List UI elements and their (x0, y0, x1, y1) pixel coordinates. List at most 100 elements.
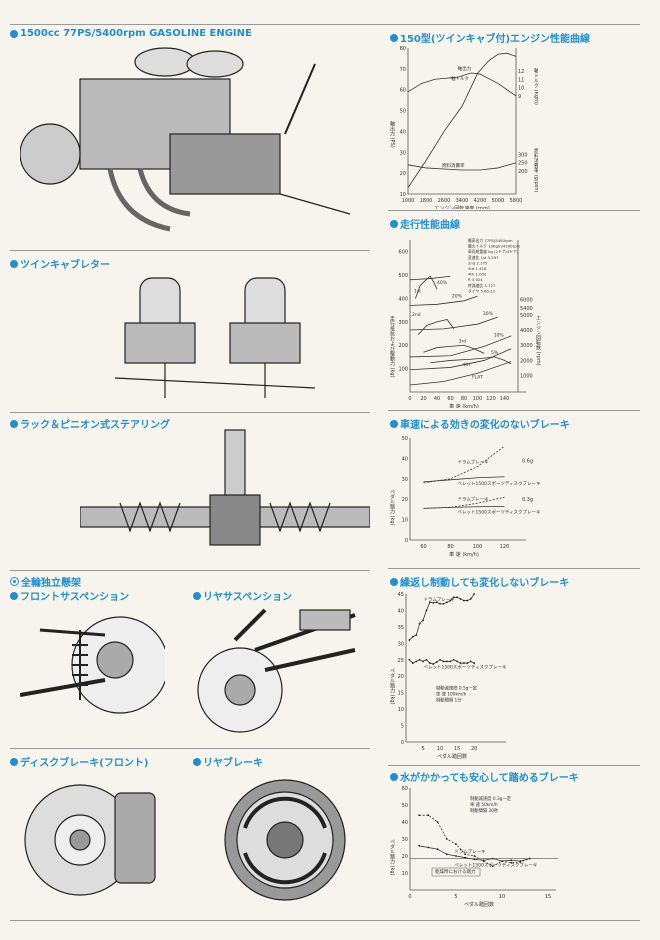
series-label: FLAT (472, 374, 483, 380)
y-tick-label: 35 (398, 625, 404, 631)
data-point (427, 814, 430, 817)
data-point (411, 662, 414, 664)
series-label: 4th (463, 362, 471, 368)
spec-line: R 3.924 (468, 277, 483, 282)
test-condition: 制動減速度 0.3g一定 (470, 795, 512, 802)
data-point (459, 598, 462, 600)
series-label: ドラムブレーキ (423, 596, 455, 603)
rear-brake-heading: リヤブレーキ (193, 754, 263, 769)
data-point (428, 662, 431, 664)
bullet-icon (10, 591, 18, 600)
y-tick-label: 20 (402, 854, 408, 860)
brake-water-heading: 水がかかっても安心して踏めるブレーキ (390, 769, 579, 784)
divider (388, 410, 640, 411)
series-label: 3rd (459, 338, 467, 344)
y-tick-label: 60 (400, 88, 406, 94)
front-susp-title: フロントサスペンション (20, 592, 130, 603)
brake-repeat-title: 繰返し制動しても変化しないブレーキ (400, 578, 570, 589)
brake-repeat-heading: 繰返し制動しても変化しないブレーキ (390, 574, 569, 589)
x-axis-label: ペダル踏回数 (437, 753, 467, 760)
running-title: 走行性能曲線 (400, 220, 460, 231)
data-point (445, 838, 448, 840)
y-tick-label: 5 (401, 724, 404, 730)
data-point (469, 598, 472, 600)
x-tick-label: 60 (420, 544, 426, 550)
disc-brake-heading: ディスクブレーキ(フロント) (10, 754, 148, 769)
bullet-icon (390, 419, 398, 428)
bullet-icon (390, 219, 398, 228)
data-point (415, 634, 418, 637)
brake-speed-title: 車速による効きの変化のないブレーキ (400, 420, 570, 431)
y-tick-label: 50 (400, 109, 406, 115)
x-tick-label: 120 (500, 544, 510, 550)
series-line (417, 319, 455, 335)
data-point (519, 860, 522, 862)
data-point (459, 662, 462, 664)
data-point (422, 619, 424, 622)
spec-line: 変速比 1st 3.597 (468, 255, 499, 260)
test-condition: 制動間隔 30秒 (470, 807, 499, 814)
engine-illustration (20, 47, 351, 232)
series-label: 10% (494, 332, 505, 338)
y2-tick-label: 5400 (520, 306, 533, 312)
data-point (491, 865, 494, 868)
bottom-rule (10, 920, 640, 921)
data-point (466, 662, 469, 664)
series-line (423, 344, 485, 354)
data-point (449, 660, 452, 663)
y2-axis-label: エンジン回転数 (rpm) (535, 315, 541, 366)
x-tick-label: 5800 (510, 198, 523, 204)
top-rule (10, 24, 640, 25)
series-label: ドラムブレーキ (458, 459, 490, 466)
spec-line: タイヤ 5.60-13 (468, 288, 496, 293)
x-tick-label: 120 (486, 396, 496, 402)
divider (10, 250, 370, 251)
divider (10, 412, 370, 413)
data-point (422, 660, 424, 663)
series-label: 30% (483, 311, 494, 317)
data-point (456, 660, 459, 663)
y-axis-label: ペダル踏力 (kg) (389, 668, 395, 705)
y-tick-label: 500 (398, 273, 408, 279)
brake-water-title: 水がかかっても安心して踏めるブレーキ (400, 773, 579, 784)
x-tick-label: 5 (454, 894, 457, 900)
y-tick-label: 20 (398, 674, 404, 680)
data-point (466, 599, 469, 602)
rear-susp-title: リヤサスペンション (203, 592, 293, 603)
y2-tick-label: 2000 (520, 358, 533, 364)
data-point (456, 596, 459, 599)
series-line (409, 348, 512, 371)
y2-tick-label: 9 (518, 94, 521, 100)
suspension-heading: 全輪独立懸架 (10, 574, 81, 589)
x-axis-label: ペダル踏回数 (464, 901, 494, 908)
y-tick-label: 400 (398, 296, 408, 302)
series-line (409, 295, 478, 306)
spec-line: 2nd 2.175 (468, 260, 488, 265)
y-tick-label: 0 (405, 538, 408, 544)
y-tick-label: 40 (400, 129, 406, 135)
twin-carburetor-illustration (114, 277, 316, 398)
y-tick-label: 80 (400, 46, 406, 52)
rack-pinion-steering-illustration (80, 429, 370, 546)
x-tick-label: 5 (421, 746, 424, 752)
circle-bullet-icon (10, 577, 19, 586)
y-tick-label: 200 (398, 343, 408, 349)
x-axis-label: エンジン回転速度 (rpm) (434, 205, 490, 209)
x-tick-label: 0 (408, 396, 411, 402)
y-tick-label: 40 (402, 820, 408, 826)
y2-tick-label: 10 (518, 86, 524, 92)
data-point (463, 599, 465, 602)
series-label: ベレット1500スポーツディスクブレーキ (423, 663, 507, 670)
data-point (439, 602, 441, 605)
rear-suspension-illustration (197, 608, 356, 733)
suspension-title: 全輪独立懸架 (21, 578, 81, 589)
data-point (501, 860, 503, 862)
x-tick-label: 40 (434, 396, 440, 402)
bullet-icon (193, 757, 201, 766)
running-heading: 走行性能曲線 (390, 216, 460, 231)
x-tick-label: 100 (473, 544, 483, 550)
